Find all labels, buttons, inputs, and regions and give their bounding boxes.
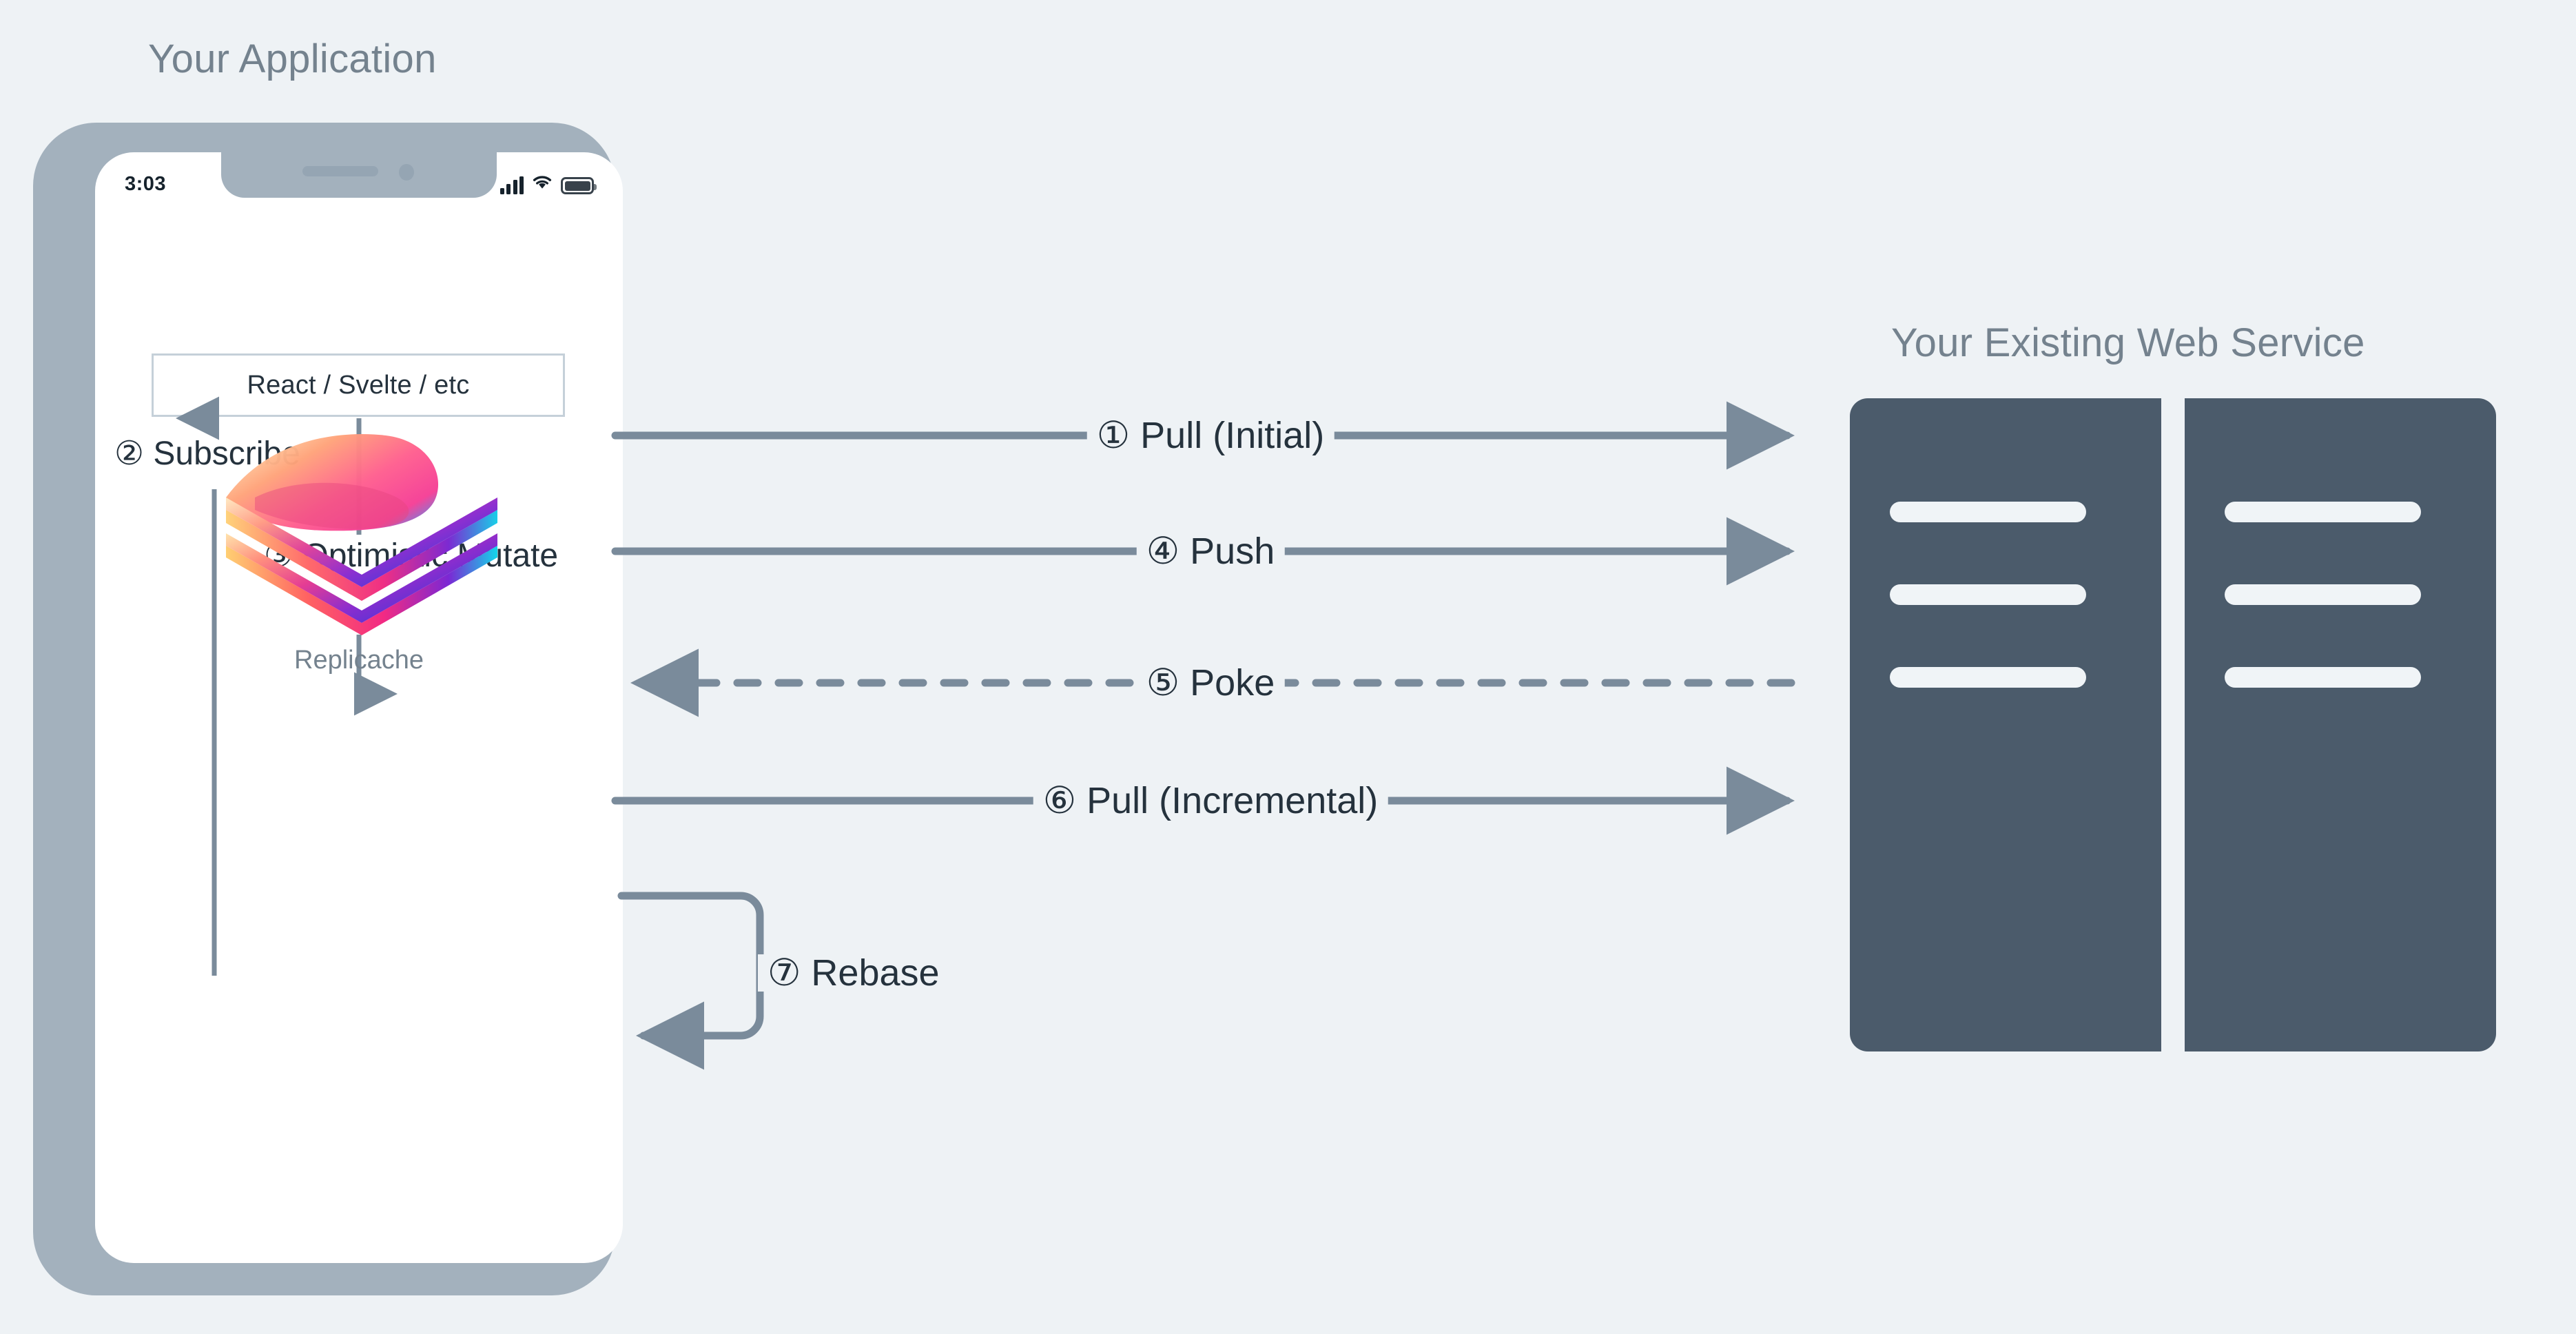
flow-label-pull-initial: ① Pull (Initial) [1086, 417, 1335, 454]
flow-label-poke: ⑤ Poke [1136, 664, 1285, 701]
replicache-label: Replicache [294, 646, 424, 675]
framework-box: React / Svelte / etc [152, 353, 565, 417]
flow-label-push: ④ Push [1136, 533, 1285, 570]
signal-bars-icon [499, 176, 524, 194]
server-bar [1890, 502, 2086, 522]
server-bar [2225, 584, 2421, 605]
phone-screen: 3:03 React / Svelte / etc [95, 152, 623, 1263]
wifi-icon [531, 173, 553, 194]
server-bar [2225, 667, 2421, 688]
service-title: Your Existing Web Service [1891, 320, 2365, 365]
flow-label-rebase: ⑦ Rebase [758, 954, 949, 992]
status-bar-time: 3:03 [125, 173, 167, 195]
application-title: Your Application [148, 37, 437, 81]
phone-notch [221, 152, 497, 198]
phone-internal-arrows [176, 396, 488, 976]
server-bar [1890, 584, 2086, 605]
flow-label-pull-incremental: ⑥ Pull (Incremental) [1033, 782, 1388, 819]
notch-camera-icon [399, 164, 414, 181]
server-panel-right [2185, 398, 2496, 1051]
battery-icon [561, 177, 597, 194]
server-panel-left [1850, 398, 2161, 1051]
framework-box-label: React / Svelte / etc [247, 370, 470, 400]
phone-status-bar: 3:03 [95, 152, 623, 221]
server-bar [2225, 502, 2421, 522]
replicache-logo-icon [214, 416, 510, 644]
web-service-server [1850, 398, 2496, 1051]
status-bar-icons [499, 171, 597, 194]
phone-device: 3:03 React / Svelte / etc [33, 123, 623, 1295]
server-bar [1890, 667, 2086, 688]
flow-rebase [617, 892, 764, 1070]
notch-speaker [302, 166, 378, 176]
